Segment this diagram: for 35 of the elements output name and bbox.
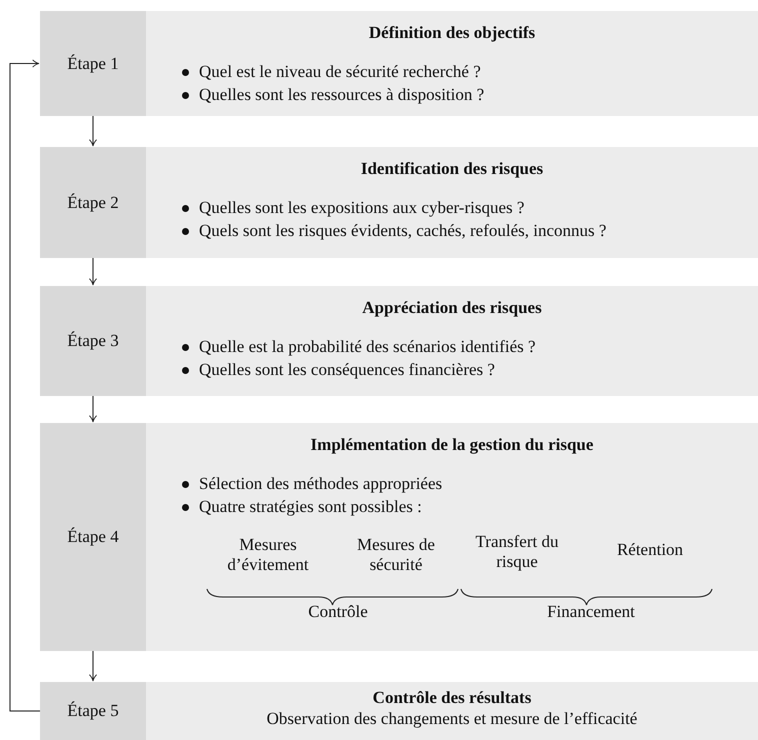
step-label: Étape 1 (67, 54, 119, 74)
step-box (40, 682, 146, 740)
bullet-item: Quels sont les risques évidents, cachés, refoulés, inconnus ? (182, 219, 748, 242)
stage-heading: Identification des risques (360, 159, 544, 179)
step-label: Étape 4 (67, 527, 119, 547)
stage-panel (146, 11, 758, 116)
bullet-item: Quelles sont les expositions aux cyber-risques ? (182, 196, 748, 219)
bullet-item: Quel est le niveau de sécurité recherché ? (182, 60, 748, 83)
strategy-label: Mesures d’évitement (226, 535, 310, 575)
strategy-label: Rétention (616, 540, 684, 560)
stage-panel (146, 147, 758, 258)
stage-heading: Appréciation des risques (361, 298, 543, 318)
strategy-label: Contrôle (307, 602, 369, 622)
step-box (40, 286, 146, 396)
step-label: Étape 5 (67, 701, 119, 721)
step-box (40, 11, 146, 116)
strategy-label: Transfert du risque (474, 532, 560, 572)
stage-description: Observation des changements et mesure de l’efficacité (266, 709, 638, 729)
bullet-item: Sélection des méthodes appropriées (182, 472, 748, 495)
bullet-item: Quelles sont les conséquences financières ? (182, 358, 748, 381)
bullet-item: Quelle est la probabilité des scénarios identifiés ? (182, 335, 748, 358)
stage-panel (146, 286, 758, 396)
bullet-item: Quatre stratégies sont possibles : (182, 495, 748, 518)
stage-heading: Implémentation de la gestion du risque (310, 435, 594, 455)
step-box (40, 423, 146, 651)
stage-heading: Définition des objectifs (368, 23, 536, 43)
strategy-label: Mesures de sécurité (356, 535, 436, 575)
step-box (40, 147, 146, 258)
stage-heading: Contrôle des résultats (372, 688, 532, 708)
strategy-label: Financement (546, 602, 636, 622)
stage-panel (146, 682, 758, 740)
step-label: Étape 3 (67, 331, 119, 351)
stage-panel (146, 423, 758, 651)
step-label: Étape 2 (67, 192, 119, 212)
bullet-item: Quelles sont les ressources à disposition ? (182, 83, 748, 106)
